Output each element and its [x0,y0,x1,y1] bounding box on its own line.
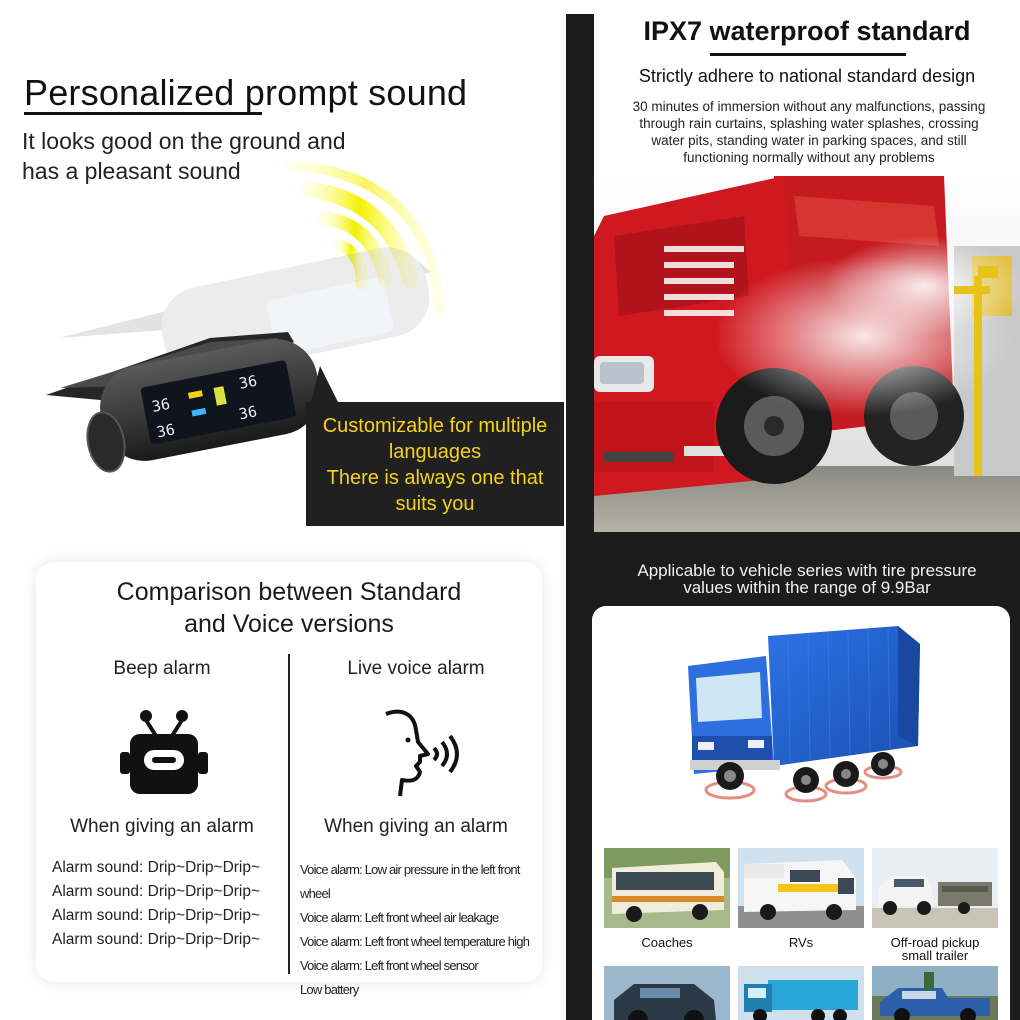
voice-alarm-heading: Live voice alarm [347,658,485,679]
beep-alarm-line: Alarm sound: Drip~Drip~Drip~ [52,859,261,876]
pressure-range-line: Applicable to vehicle series with tire p… [637,561,977,580]
vehicle-type-label-line: small trailer [901,948,969,963]
voice-alarm-line: Low battery [300,982,359,997]
voice-alarm-line: Voice alarm: Left front wheel air leakag… [300,910,499,925]
display-reading: 36 [237,402,258,423]
comparison-title-line: Comparison between Standard [116,578,462,606]
waterproof-description-line: 30 minutes of immersion without any malf… [632,99,986,114]
tpms-device-illustration: 36 36 36 36 [46,160,445,473]
display-reading: 36 [155,420,176,441]
waterproof-title: IPX7 waterproof standard [643,16,971,46]
beep-when-label: When giving an alarm [70,816,254,837]
voice-alarm-line: Voice alarm: Left front wheel temperatur… [300,934,530,949]
red-truck-water-spray-photo [594,176,1020,532]
beep-alarm-line: Alarm sound: Drip~Drip~Drip~ [52,907,261,924]
subtitle: It looks good on the ground and has a pl… [22,126,382,186]
callout-line: Customizable for multiple [322,415,548,437]
beep-alarm-line: Alarm sound: Drip~Drip~Drip~ [52,931,261,948]
voice-alarm-line: Voice alarm: Low air pressure in the lef… [300,862,520,901]
vehicle-type-label-multiline: Off-road pickup small trailer [872,936,998,962]
pressure-range-text: Applicable to vehicle series with tire p… [594,562,1020,596]
waterproof-description-line: water pits, standing water in parking sp… [651,133,967,148]
callout-box: Customizable for multiple languages Ther… [306,402,564,526]
tpms-device: 36 36 36 36 [46,332,320,473]
waterproof-header: IPX7 waterproof standard Strictly adhere… [594,0,1020,176]
comparison-title: Comparison between Standard and Voice ve… [36,576,542,640]
sound-wave-icon [285,160,445,315]
vehicle-type-label: Coaches [641,935,693,950]
waterproof-title-underline [710,53,906,56]
comparison-title-line: and Voice versions [184,610,394,638]
page-title: Personalized prompt sound [24,72,468,113]
display-reading: 36 [237,372,258,393]
voice-alarm-line: Voice alarm: Left front wheel sensor [300,958,479,973]
dump-truck-image [738,966,864,1020]
callout-line: suits you [395,493,475,515]
waterproof-description-line: functioning normally without any problem… [683,150,935,165]
comparison-card: Comparison between Standard and Voice ve… [36,562,542,997]
display-reading: 36 [150,395,171,416]
beep-alarm-heading: Beep alarm [113,658,211,679]
beep-alarm-list: Alarm sound: Drip~Drip~Drip~ Alarm sound… [52,856,260,952]
column-divider [288,654,290,974]
vehicle-type-label: RVs [788,935,814,950]
title-underline [24,112,262,115]
coach-bus-image [604,848,730,928]
subtitle-line: It looks good on the ground and [22,128,346,154]
offroad-truck-image [604,966,730,1020]
robot-icon [120,710,208,794]
waterproof-description: 30 minutes of immersion without any malf… [614,98,1004,166]
vehicle-type-label-line: Off-road pickup [890,935,980,950]
voice-when-label: When giving an alarm [324,816,508,837]
callout-line: There is always one that [326,467,544,489]
speaking-head-icon [385,709,459,797]
offroad-pickup-trailer-image [872,848,998,928]
blue-truck-image [688,626,920,803]
voice-alarm-list: Voice alarm: Low air pressure in the lef… [300,858,542,1002]
pressure-range-line: values within the range of 9.9Bar [683,578,931,597]
callout-line: languages [388,441,482,463]
pickup-truck-image [872,966,998,1020]
beep-alarm-line: Alarm sound: Drip~Drip~Drip~ [52,883,261,900]
subtitle-line: has a pleasant sound [22,158,241,184]
waterproof-subtitle: Strictly adhere to national standard des… [638,66,976,86]
waterproof-description-line: through rain curtains, splashing water s… [639,116,979,131]
rv-image [738,848,864,928]
